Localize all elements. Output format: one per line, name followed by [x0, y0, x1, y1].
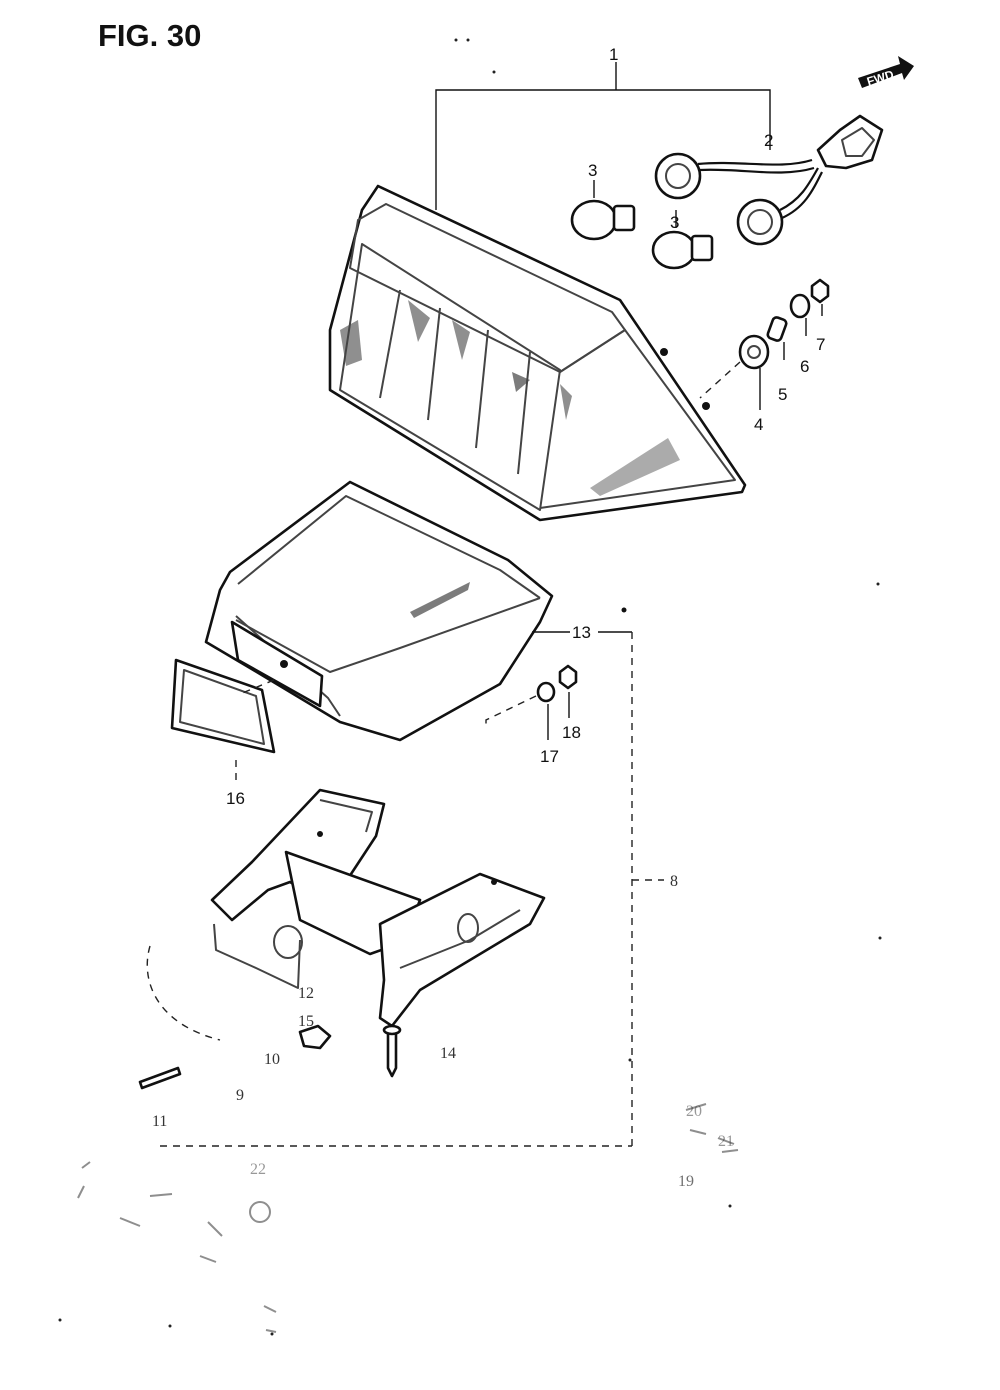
tail-lamp-housing: [328, 184, 747, 522]
callout-9: 9: [236, 1087, 244, 1104]
callout-labels: 1 2 3 3 4 5 6 7 8 9 10 11 12 13 14 15 16…: [152, 45, 825, 1190]
rear-lamp-cover: [204, 480, 554, 742]
callout-17: 17: [540, 747, 559, 766]
callout-12: 12: [298, 985, 314, 1002]
bulb-lower: [651, 230, 714, 270]
bulb-upper: [570, 199, 636, 241]
callout-3-lower: 3: [670, 213, 679, 232]
callout-22: 22: [250, 1161, 266, 1178]
washer-6: [789, 293, 811, 319]
callout-14: 14: [440, 1045, 456, 1062]
callout-20: 20: [686, 1103, 702, 1120]
callout-8: 8: [670, 873, 678, 890]
callout-4: 4: [754, 415, 763, 434]
forward-label: FWD: [865, 67, 896, 88]
license-bracket: [210, 788, 546, 1028]
callout-2: 2: [764, 131, 773, 150]
screw-9: [138, 1066, 182, 1090]
callout-16: 16: [226, 789, 245, 808]
grommet-4: [738, 334, 770, 370]
figure-title: FIG. 30: [98, 18, 202, 53]
nut-10: [298, 1024, 332, 1050]
callout-15: 15: [298, 1013, 314, 1030]
collar-5: [766, 316, 788, 342]
nut-7: [810, 278, 830, 304]
callout-21: 21: [718, 1133, 734, 1150]
callout-10: 10: [264, 1051, 280, 1068]
callout-6: 6: [800, 357, 809, 376]
socket-harness: [654, 114, 884, 246]
assembly-bracket-1: [435, 62, 771, 210]
callout-11: 11: [152, 1113, 167, 1130]
washer-17: [536, 681, 556, 703]
nut-18: [558, 664, 578, 690]
lower-fragments: [77, 1103, 739, 1333]
callout-5: 5: [778, 385, 787, 404]
scan-specks: [58, 38, 882, 1336]
callout-3-upper: 3: [588, 161, 597, 180]
callout-19: 19: [678, 1173, 694, 1190]
callout-7: 7: [816, 335, 825, 354]
callout-18: 18: [562, 723, 581, 742]
callout-13: 13: [572, 623, 591, 642]
forward-arrow-marker: FWD: [858, 56, 914, 89]
reflector: [170, 658, 276, 754]
callout-1: 1: [609, 45, 618, 64]
screw-14: [382, 1024, 402, 1078]
